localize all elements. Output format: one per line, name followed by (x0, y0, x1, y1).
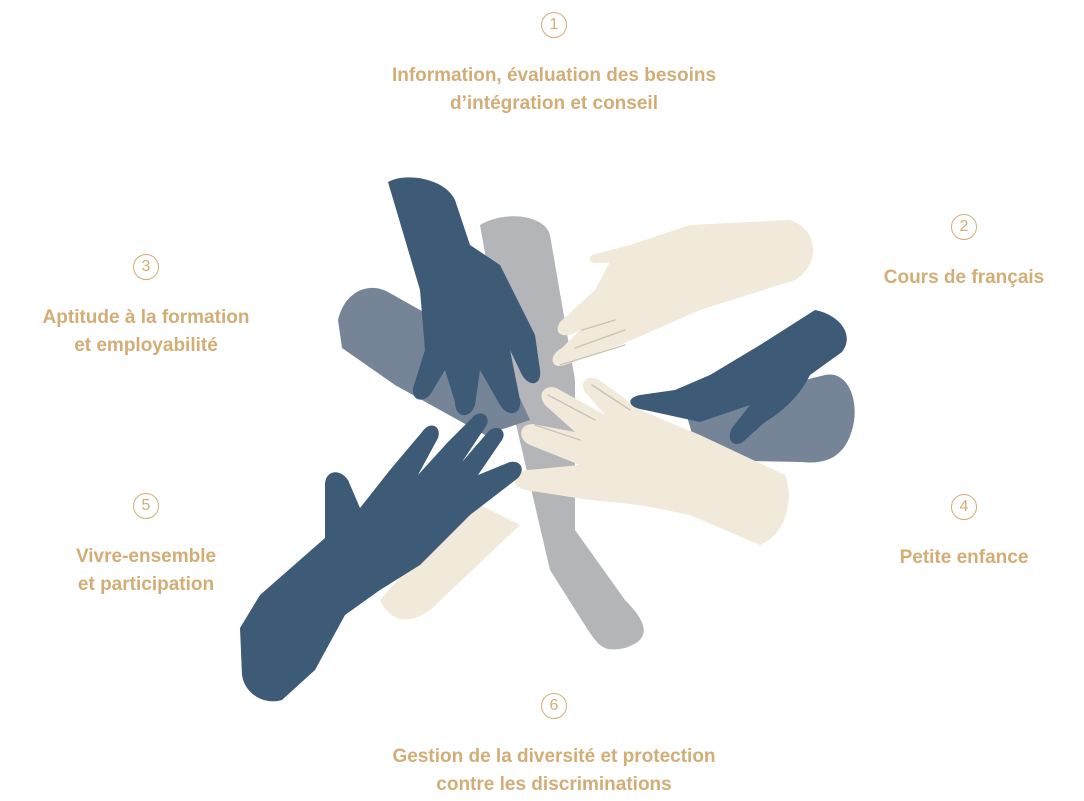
item-2-label: Cours de français (883, 267, 1045, 288)
cream-hand-top (552, 220, 814, 367)
cream-hand-lower (380, 500, 520, 620)
item-5-label: Vivre-ensemble et participation (75, 546, 217, 595)
item-4-number: 4 (951, 494, 977, 520)
item-1-number: 1 (541, 12, 567, 38)
navy-hand-bottom (240, 413, 522, 702)
item-1: 1 Information, évaluation des besoins d’… (304, 12, 804, 118)
item-2: 2 Cours de français (854, 214, 1074, 292)
item-6: 6 Gestion de la diversité et protection … (304, 693, 804, 799)
navy-hand-top (388, 177, 541, 416)
finger-lines (534, 319, 631, 441)
item-3-label: Aptitude à la formation et employabilité (42, 307, 250, 356)
item-6-number: 6 (541, 693, 567, 719)
hands-icon (240, 177, 855, 702)
navy-hand-right (630, 310, 847, 445)
item-6-label: Gestion de la diversité et protection co… (392, 746, 716, 795)
cream-hand-center (514, 377, 789, 545)
item-3-number: 3 (133, 254, 159, 280)
item-4: 4 Petite enfance (854, 494, 1074, 572)
item-5: 5 Vivre-ensemble et participation (16, 493, 276, 599)
item-4-label: Petite enfance (899, 547, 1029, 568)
item-2-number: 2 (951, 214, 977, 240)
item-1-label: Information, évaluation des besoins d’in… (391, 65, 717, 114)
item-5-number: 5 (133, 493, 159, 519)
item-3: 3 Aptitude à la formation et employabili… (16, 254, 276, 360)
